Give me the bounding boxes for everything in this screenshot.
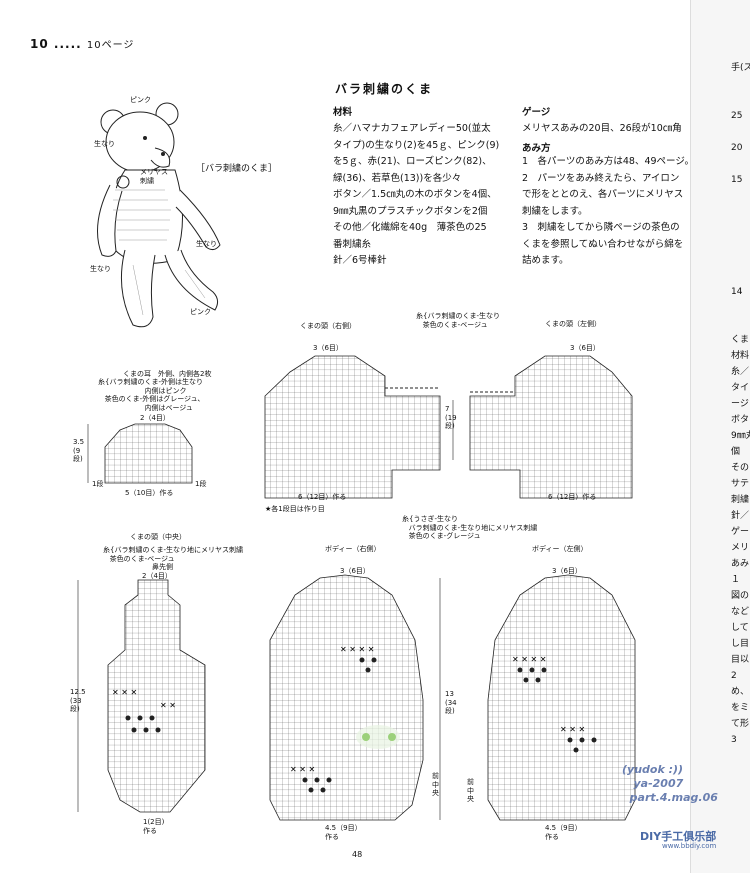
method-list: 1 各パーツのあみ方は48、49ページ。 2 パーツをあみ終えたら、アイロン で… — [522, 154, 694, 270]
ear-top-label: 2（4目） — [140, 414, 170, 422]
chart-body-left: ✕ ✕ ✕ ✕ ✕ ✕ ✕ — [487, 574, 636, 821]
row-label: 1段 — [195, 480, 207, 488]
page-header: 10 ..... 10ページ — [30, 36, 134, 51]
next-page-gutter: 手(ス 25 20 15 14 くま 材料 糸／ タイ ージ ボタ 9㎜丸 個 … — [690, 0, 750, 873]
chart-body-right: ✕ ✕ ✕ ✕ ✕ ✕ ✕ — [269, 574, 424, 821]
bear-tag-pink-ear: ピンク — [130, 96, 151, 104]
method-line: 2 パーツをあみ終えたら、アイロン — [522, 172, 680, 184]
chart-title-head-left: くまの頭（左側） — [545, 320, 601, 328]
method-line: 1 各パーツのあみ方は48、49ページ。 — [522, 156, 695, 167]
method-line: 詰めます。 — [522, 255, 569, 266]
head-center-bottom-label: 1(2目) 作る — [143, 818, 165, 835]
head-left-top-label: 3（6目） — [570, 344, 600, 352]
svg-text:✕ ✕ ✕ ✕: ✕ ✕ ✕ ✕ — [512, 655, 546, 664]
yarn-note-head-center: 糸{バラ刺繍のくま-生なり地にメリヤス刺繍 茶色のくま-ベージュ — [103, 546, 243, 563]
materials-line: 9㎜丸黒のプラスチックボタンを2個 — [333, 205, 488, 217]
yarn-note-head-sides: 糸{バラ刺繍のくま-生なり 茶色のくま-ベージュ — [416, 312, 500, 329]
nose-tip-label: 鼻先側 — [152, 563, 173, 571]
chart-title-head-right: くまの頭（右側） — [300, 322, 356, 330]
ear-bottom-label: 5（10目）作る — [125, 489, 174, 497]
chart-title-body-left: ボディー（左側） — [532, 545, 588, 553]
chart-head-right — [264, 355, 441, 499]
materials-line: を5ｇ、赤(21)、ローズピンク(82)、 — [333, 156, 492, 167]
materials-line: 針／6号棒針 — [333, 255, 387, 266]
head-right-bottom-label: 6（12目）作る — [298, 493, 347, 501]
body-left-top-label: 3（6目） — [552, 567, 582, 575]
head-right-height-label: 7 (19 段) — [445, 405, 457, 430]
body-right-bottom-label: 4.5（9目） 作る — [325, 824, 362, 841]
svg-text:✕ ✕: ✕ ✕ — [160, 701, 176, 710]
bear-tag-embroidery: メリヤス 刺繍 — [140, 168, 168, 185]
materials-line: 番刺繍糸 — [333, 238, 372, 250]
yarn-note-ear: 糸{バラ刺繍のくま-外側は生なり 内側はピンク 茶色のくま-外側はグレージュ、 … — [98, 378, 205, 412]
svg-text:✕ ✕ ✕: ✕ ✕ ✕ — [560, 725, 585, 734]
page-ref: 10ページ — [86, 40, 135, 51]
pattern-title: バラ刺繍のくま — [335, 82, 434, 96]
head-center-height-label: 12.5 (33 段) — [70, 688, 86, 713]
bear-tag-kinari-leg: 生なり — [90, 265, 111, 273]
body-right-top-label: 3（6目） — [340, 567, 370, 575]
head-center-top-label: 2（4目） — [142, 572, 172, 580]
header-dots: ..... — [53, 37, 82, 51]
chart-head-center: ✕ ✕ ✕ ✕ ✕ — [107, 579, 206, 813]
knitting-charts: ✕ ✕ ✕ ✕ ✕ ✕ ✕ ✕ ✕ ✕ ✕ ✕ ✕ ✕ ✕ ✕ ✕ ✕ ✕ — [77, 355, 636, 821]
bear-tag-kinari-arm: 生なり — [196, 240, 217, 248]
chart-title-head-center: くまの頭（中央） — [130, 533, 186, 541]
chart-title-ear: くまの耳 外側、内側各2枚 — [123, 370, 212, 378]
bear-label: ［バラ刺繍のくま］ — [196, 164, 278, 174]
chart-head-left — [469, 355, 633, 499]
materials-heading: 材料 — [333, 107, 353, 118]
chart-ear — [104, 423, 193, 484]
materials-line: 緑(36)、若草色(13))を各少々 — [333, 172, 462, 184]
svg-text:✕ ✕ ✕ ✕: ✕ ✕ ✕ ✕ — [340, 645, 374, 654]
gutter-text: 手(ス 25 20 15 14 くま 材料 糸／ タイ ージ ボタ 9㎜丸 個 … — [731, 63, 750, 745]
svg-text:✕ ✕ ✕: ✕ ✕ ✕ — [290, 765, 315, 774]
gauge-heading: ゲージ — [522, 107, 551, 118]
front-center-label: 前 中 央 — [467, 778, 474, 803]
body-right-height-label: 13 (34 段) — [445, 690, 457, 715]
row-label: 1段 — [92, 480, 104, 488]
materials-line: ボタン／1.5㎝丸の木のボタンを4個、 — [333, 189, 497, 200]
head-left-bottom-label: 6（12目）作る — [548, 493, 597, 501]
gauge-text: メリヤスあみの20目、26段が10㎝角 — [522, 123, 682, 134]
page-label: 10 — [30, 37, 49, 51]
front-center-label: 前 中 央 — [432, 772, 439, 797]
method-line: 刺繍をします。 — [522, 205, 588, 217]
svg-text:✕ ✕ ✕: ✕ ✕ ✕ — [112, 688, 137, 697]
chart-title-body-right: ボディー（右側） — [325, 545, 381, 553]
materials-line: その他／化繊綿を40g 薄茶色の25 — [333, 222, 487, 233]
ear-height-label: 3.5 (9 段) — [73, 438, 85, 463]
body-left-bottom-label: 4.5（9目） 作る — [545, 824, 582, 841]
diy-url: www.bbdiy.com — [662, 842, 717, 850]
page-number: 48 — [352, 850, 363, 859]
bear-illustration — [97, 102, 221, 328]
method-line: 3 刺繍をしてから隣ページの茶色の — [522, 222, 680, 233]
yarn-note-body: 糸{うさぎ-生なり バラ刺繍のくま-生なり地にメリヤス刺繍 茶色のくま-グレージ… — [402, 515, 538, 540]
method-line: で形をととのえ、各パーツにメリヤス — [522, 189, 684, 200]
materials-line: タイプ)の生なり(2)を45ｇ、ピンク(9) — [333, 139, 500, 151]
materials-list: 糸／ハマナカフェアレディー50(並太 タイプ)の生なり(2)を45ｇ、ピンク(9… — [333, 121, 499, 270]
first-row-note: ★各1段目は作り目 — [265, 505, 325, 513]
materials-line: 糸／ハマナカフェアレディー50(並太 — [333, 123, 491, 134]
bear-tag-kinari-top: 生なり — [94, 140, 115, 148]
diy-logo: DIY手工俱乐部 — [640, 830, 717, 843]
watermark: (yudok :)) ya-2007 part.4.mag.06 — [622, 763, 718, 804]
bear-tag-pink-foot: ピンク — [190, 308, 211, 316]
method-heading: あみ方 — [522, 143, 551, 154]
head-right-top-label: 3（6目） — [313, 344, 343, 352]
method-line: くまを参照してぬい合わせながら綿を — [522, 238, 684, 250]
